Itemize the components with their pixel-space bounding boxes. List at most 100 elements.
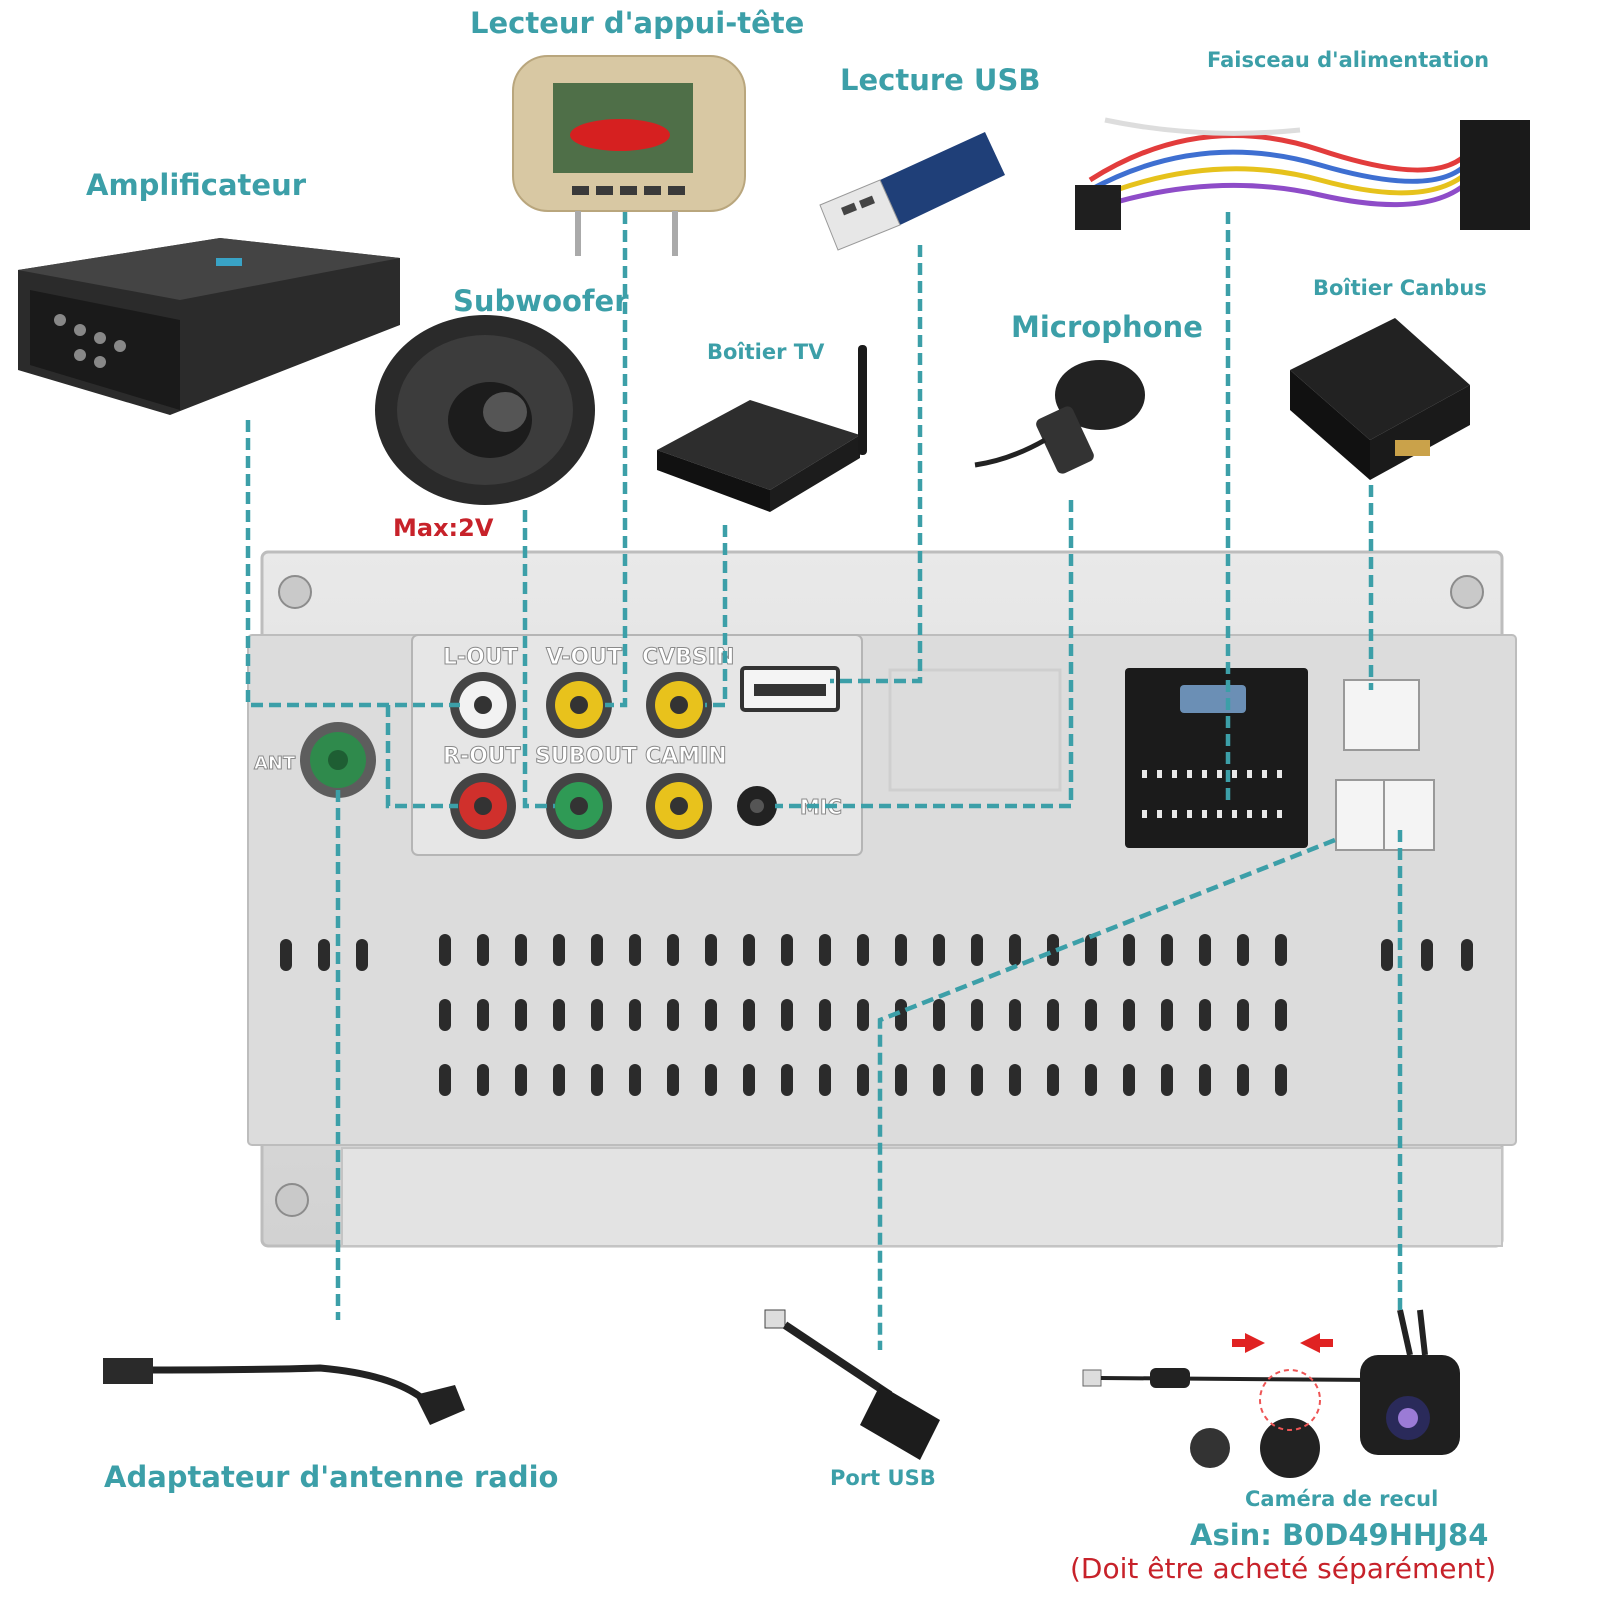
vent-slot: [933, 999, 945, 1031]
vent-slot: [971, 934, 983, 966]
rca-jack-cvbsin: [646, 672, 712, 738]
vent-slot: [1237, 1064, 1249, 1096]
line-amplifier: [245, 420, 460, 708]
rca-jack-r-out: [450, 773, 516, 839]
vent-slot: [667, 934, 679, 966]
subwoofer-image: [375, 315, 595, 505]
vent-slot: [629, 999, 641, 1031]
vent-slot: [1123, 1064, 1135, 1096]
vent-slot: [705, 1064, 717, 1096]
harness-pin: [1202, 810, 1207, 818]
vent-slot: [743, 1064, 755, 1096]
harness-pin: [1187, 770, 1192, 778]
vent-slot: [1085, 999, 1097, 1031]
vent-slot: [1085, 1064, 1097, 1096]
harness-pin: [1172, 810, 1177, 818]
vent-slot: [705, 934, 717, 966]
harness-pin: [1232, 810, 1237, 818]
connection-lines: [245, 212, 1403, 1350]
label-canbus-box: Boîtier Canbus: [1313, 276, 1487, 300]
rca-jack-l-out: [450, 672, 516, 738]
vent-slot: [591, 999, 603, 1031]
tv-box-image: [657, 345, 867, 512]
vent-slot: [439, 1064, 451, 1096]
vent-slot: [1199, 1064, 1211, 1096]
vent-slot: [591, 1064, 603, 1096]
vent-slot: [1161, 999, 1173, 1031]
label-usb-port: Port USB: [830, 1466, 936, 1490]
port-label-cvbsin: CVBSIN: [642, 645, 734, 670]
rear-camera-image: [1082, 1309, 1460, 1478]
vent-slot: [1275, 1064, 1287, 1096]
microphone-image: [974, 360, 1145, 474]
vent-slot: [819, 934, 831, 966]
usb-socket: [740, 666, 840, 712]
harness-pin: [1157, 770, 1162, 778]
line-usb-stick: [830, 245, 923, 684]
vent-slot: [515, 1064, 527, 1096]
vent-slot: [857, 999, 869, 1031]
canbus-socket: [1335, 679, 1435, 851]
mic-jack: [737, 786, 777, 826]
vent-slot: [477, 999, 489, 1031]
harness-pin: [1187, 810, 1192, 818]
label-headrest-player: Lecteur d'appui-tête: [470, 6, 805, 40]
vent-slot: [553, 934, 565, 966]
line-usb-port: [877, 837, 1336, 1350]
vent-slot: [1161, 934, 1173, 966]
vent-slot: [1047, 1064, 1059, 1096]
line-tv-box: [705, 525, 728, 708]
harness-pin: [1202, 770, 1207, 778]
vent-slot: [667, 999, 679, 1031]
vent-slot: [1047, 934, 1059, 966]
harness-pin: [1217, 770, 1222, 778]
vent-slot: [356, 939, 368, 971]
vent-slot: [819, 1064, 831, 1096]
vent-slot: [1161, 1064, 1173, 1096]
usb-cable-image: [764, 1309, 940, 1460]
rca-jack-camin: [646, 773, 712, 839]
vent-slot: [629, 1064, 641, 1096]
harness-pin: [1277, 770, 1282, 778]
harness-pin: [1262, 770, 1267, 778]
line-subwoofer: [522, 510, 555, 809]
vent-slot: [1237, 999, 1249, 1031]
label-power-harness: Faisceau d'alimentation: [1207, 48, 1490, 72]
label-subwoofer: Subwoofer: [453, 284, 629, 318]
vent-slot: [971, 999, 983, 1031]
vent-slot: [1275, 934, 1287, 966]
vent-slot: [1085, 934, 1097, 966]
vent-slot: [1009, 999, 1021, 1031]
usb-stick-image: [819, 132, 1005, 251]
vent-slot: [1275, 999, 1287, 1031]
vent-slot: [553, 1064, 565, 1096]
vent-slot: [629, 934, 641, 966]
vent-slot: [1421, 939, 1433, 971]
vent-slot: [781, 1064, 793, 1096]
port-label-l-out: L-OUT: [443, 645, 518, 670]
rca-jack-v-out: [546, 672, 612, 738]
vent-slot: [439, 999, 451, 1031]
label-usb-read: Lecture USB: [840, 63, 1041, 97]
harness-pin: [1247, 770, 1252, 778]
label-antenna-adapter: Adaptateur d'antenne radio: [104, 1460, 559, 1494]
vent-slot: [705, 999, 717, 1031]
vent-slot: [1123, 934, 1135, 966]
vent-slot: [743, 934, 755, 966]
vent-slot: [1381, 939, 1393, 971]
line-amplifier-right: [385, 705, 458, 809]
vent-slot: [933, 1064, 945, 1096]
vent-slot: [857, 1064, 869, 1096]
amplifier-image: [18, 238, 400, 415]
port-label-ant: ANT: [254, 753, 296, 774]
line-headrest: [605, 212, 628, 708]
vent-grille: [280, 934, 1473, 1096]
vent-slot: [933, 934, 945, 966]
port-label-camin: CAMIN: [645, 744, 727, 769]
vent-slot: [1047, 999, 1059, 1031]
label-amplifier: Amplificateur: [86, 168, 307, 202]
label-microphone: Microphone: [1011, 310, 1203, 344]
harness-pin: [1157, 810, 1162, 818]
vent-slot: [971, 1064, 983, 1096]
